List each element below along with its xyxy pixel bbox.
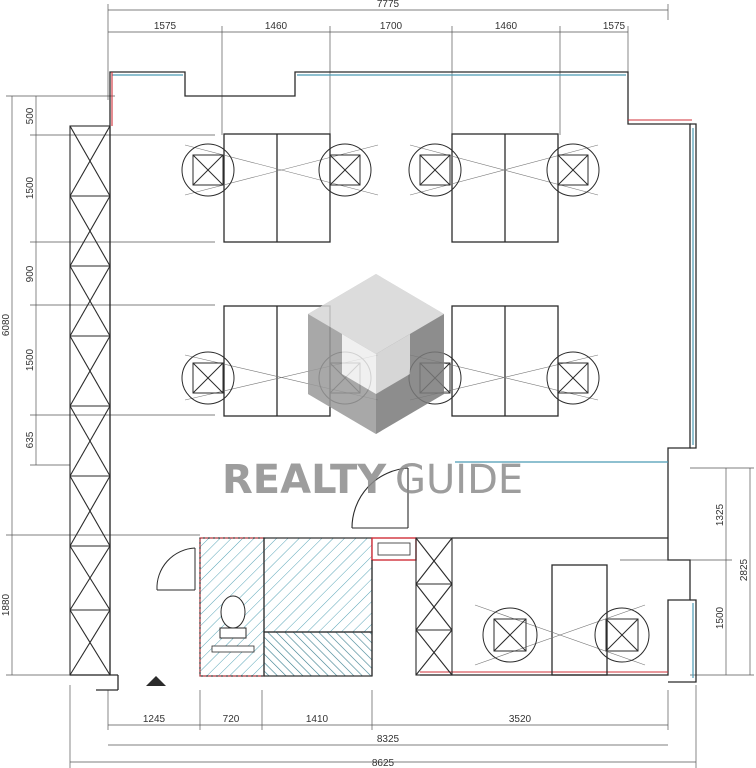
right-dimension-1: 1325 <box>715 503 726 526</box>
left-dimension-lines <box>6 95 215 676</box>
column-block <box>371 537 417 561</box>
bottom-dimension-2: 720 <box>223 714 240 725</box>
watermark-brand-realty: REALTY <box>222 457 387 503</box>
red-wall-accents <box>111 72 692 673</box>
window-glazing <box>112 74 694 678</box>
chair-9 <box>482 607 538 663</box>
chair-4 <box>546 143 600 197</box>
top-dimension-3: 1700 <box>380 21 403 32</box>
top-dimension-2: 1460 <box>265 21 288 32</box>
top-total-dimension: 7775 <box>377 0 400 10</box>
bottom-dimension-3: 1410 <box>306 714 329 725</box>
right-dimension-2: 1500 <box>715 606 726 629</box>
chair-1 <box>181 143 235 197</box>
toilet-bowl <box>220 595 246 629</box>
bathroom-door-swing <box>156 547 196 591</box>
top-dimension-1: 1575 <box>154 21 177 32</box>
bottom-dimension-1: 1245 <box>143 714 166 725</box>
right-truss-column <box>415 537 453 676</box>
left-dimension-6: 1880 <box>1 593 12 616</box>
chair-5 <box>181 351 235 405</box>
bottom-inner-total-dimension: 8325 <box>377 734 400 745</box>
top-dimension-lines <box>107 4 669 135</box>
main-door-swing <box>351 467 409 529</box>
toilet-tank <box>219 627 247 639</box>
realtyguide-logo <box>308 274 444 434</box>
desk-block-bottom-right <box>551 564 608 676</box>
entrance-arrow-icon <box>146 676 166 686</box>
chair-10 <box>594 607 650 663</box>
bottom-dimension-4: 3520 <box>509 714 532 725</box>
chair-8 <box>546 351 600 405</box>
right-total-dimension: 2825 <box>739 558 750 581</box>
left-dimension-4: 1500 <box>25 348 36 371</box>
left-dimension-3: 900 <box>25 265 36 282</box>
interior-walls <box>371 537 668 676</box>
right-dimension-lines <box>620 467 754 676</box>
watermark-brand-guide: GUIDE <box>395 457 523 503</box>
left-total-dimension: 6080 <box>1 313 12 336</box>
sink <box>211 645 255 653</box>
chair-3 <box>408 143 462 197</box>
left-dimension-2: 1500 <box>25 176 36 199</box>
left-truss-column <box>69 125 111 676</box>
left-dimension-5: 635 <box>25 431 36 448</box>
chair-2 <box>318 143 372 197</box>
top-dimension-4: 1460 <box>495 21 518 32</box>
bottom-dimension-lines <box>69 685 697 768</box>
bottom-outer-total-dimension: 8625 <box>372 758 395 768</box>
left-dimension-1: 500 <box>25 107 36 124</box>
bathroom <box>199 537 265 677</box>
top-dimension-5: 1575 <box>603 21 626 32</box>
storage-room <box>263 537 373 677</box>
